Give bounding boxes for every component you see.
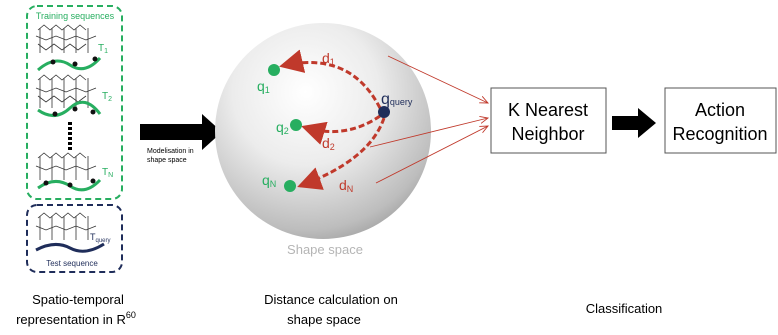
trajectory-t1-node	[50, 59, 56, 65]
test-sequence-title: Test sequence	[46, 259, 98, 268]
skeleton-sequence-query	[35, 212, 97, 240]
trajectory-t2-node	[72, 106, 78, 112]
label-t2: T2	[102, 91, 112, 103]
label-dn: dN	[339, 177, 353, 194]
point-qn	[284, 180, 296, 192]
trajectory-t2-node	[90, 109, 96, 115]
trajectory-tn-node	[90, 178, 96, 184]
connector-d2-to-knn	[369, 118, 488, 148]
point-qquery	[378, 106, 390, 118]
trajectory-t1-node	[92, 56, 98, 62]
knn-line2: Neighbor	[511, 124, 584, 144]
left-caption-line2: representation in R60	[16, 310, 136, 327]
classification-caption: Classification	[586, 301, 663, 316]
distance-curve-d2	[301, 114, 381, 145]
label-qn: qN	[262, 172, 276, 189]
label-q2: q2	[276, 119, 289, 136]
trajectory-t1	[37, 56, 102, 72]
label-t1: T1	[98, 43, 108, 55]
trajectory-tn-node	[43, 180, 49, 186]
trajectory-t2	[37, 100, 102, 117]
left-caption-line1: Spatio-temporal	[32, 292, 124, 307]
modelisation-arrow	[140, 114, 222, 150]
label-qquery: qquery	[381, 91, 413, 108]
modelisation-label-line1: Modelisation in	[147, 148, 194, 155]
modelisation-label-line2: shape space	[147, 157, 187, 164]
sphere-caption-line1: Distance calculation on	[264, 292, 398, 307]
label-tquery: Tquery	[90, 232, 111, 244]
classification-arrow	[612, 108, 656, 138]
training-sequences-title: Training sequences	[36, 11, 115, 21]
trajectory-query	[35, 242, 105, 253]
point-q2	[290, 119, 302, 131]
action-line1: Action	[695, 100, 745, 120]
shape-space-label: Shape space	[287, 242, 363, 257]
connector-dn-to-knn	[375, 126, 488, 184]
sphere-caption-line2: shape space	[287, 312, 361, 327]
label-tn: TN	[102, 167, 113, 179]
test-sequence-box	[26, 204, 123, 273]
trajectory-tn-node	[67, 182, 73, 188]
action-line2: Recognition	[672, 124, 767, 144]
trajectory-t1-node	[72, 61, 78, 67]
skeleton-sequence-t1	[35, 24, 97, 53]
skeleton-sequence-tn	[35, 152, 97, 180]
distance-curve-dn	[297, 117, 386, 190]
trajectory-t2-node	[52, 111, 58, 117]
action-recognition-box	[664, 87, 777, 154]
label-q1: q1	[257, 78, 270, 95]
point-q1	[268, 64, 280, 76]
label-d1: d1	[322, 50, 335, 67]
label-d2: d2	[322, 135, 335, 152]
knn-line1: K Nearest	[508, 100, 588, 120]
knn-box	[490, 87, 607, 154]
distance-curve-d1	[279, 49, 382, 109]
connector-d1-to-knn	[387, 55, 488, 103]
